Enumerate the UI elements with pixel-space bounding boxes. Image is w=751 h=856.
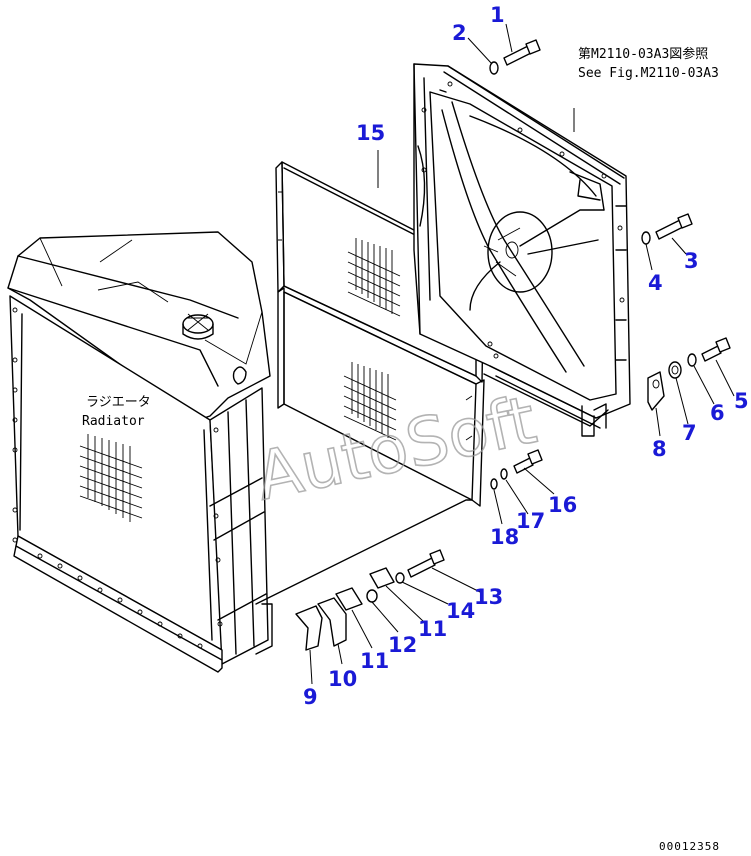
callout-label: 6 — [710, 401, 725, 425]
callout-label: 15 — [356, 121, 385, 145]
callout-label: 11 — [418, 617, 447, 641]
reference-note-jp: 第M2110-03A3図参照 — [578, 46, 708, 62]
callout-label: 1 — [490, 3, 505, 27]
callout-label: 8 — [652, 437, 667, 461]
callout-label: 5 — [734, 389, 749, 413]
callout-label: 3 — [684, 249, 699, 273]
radiator-label-jp: ラジエータ — [86, 395, 151, 410]
drawing-code: 00012358 — [659, 840, 720, 853]
radiator-label-en: Radiator — [82, 414, 145, 429]
callout-label: 12 — [388, 633, 417, 657]
reference-note-en: See Fig.M2110-03A3 — [578, 66, 719, 81]
callout-label: 11 — [360, 649, 389, 673]
callout-labels: 1 2 3 4 5 6 7 8 9 10 11 11 12 13 14 15 1… — [303, 3, 749, 709]
callout-label: 7 — [682, 421, 697, 445]
callout-label: 13 — [474, 585, 503, 609]
fan-shroud-drawing — [413, 63, 631, 437]
callout-label: 16 — [548, 493, 577, 517]
callout-label: 14 — [446, 599, 475, 623]
leader-lines — [309, 23, 735, 685]
callout-label: 9 — [303, 685, 318, 709]
callout-label: 18 — [490, 525, 519, 549]
callout-label: 4 — [648, 271, 663, 295]
callout-label: 2 — [452, 21, 467, 45]
callout-label: 10 — [328, 667, 357, 691]
radiator-drawing — [7, 231, 273, 673]
callout-label: 17 — [516, 509, 545, 533]
fasteners-drawing — [295, 39, 731, 651]
